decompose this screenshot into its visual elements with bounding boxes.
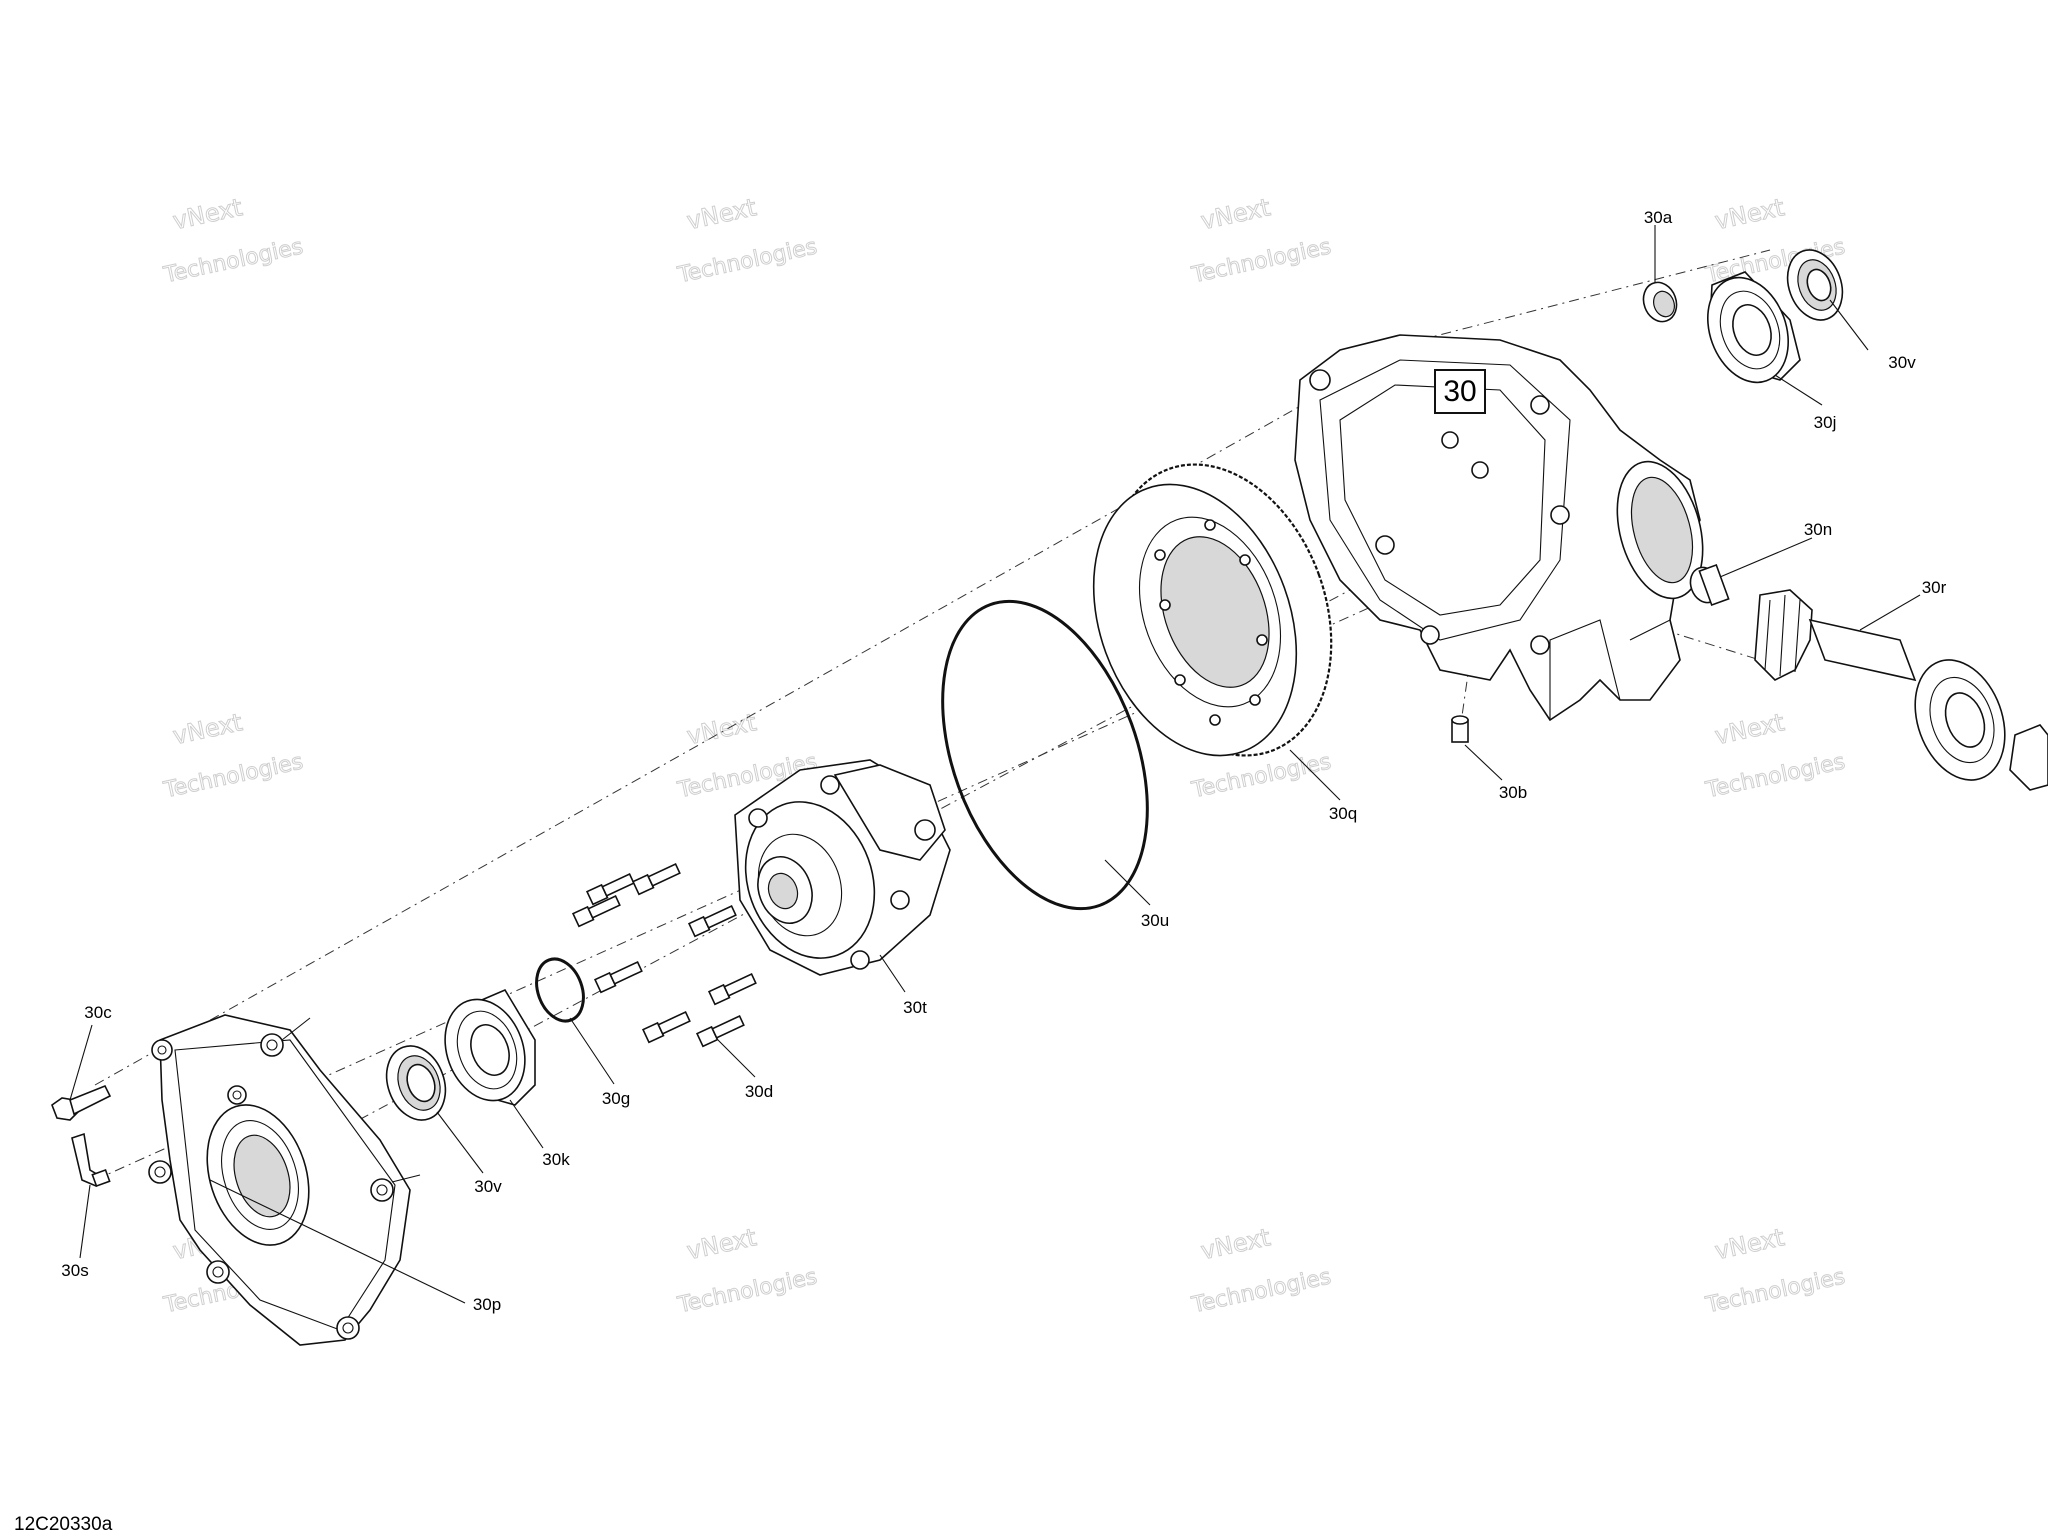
callout-30n: 30n — [1804, 520, 1832, 539]
callout-30k: 30k — [542, 1150, 570, 1169]
watermark-text: vNext — [1712, 193, 1786, 235]
housing-30 — [1294, 334, 1704, 722]
o-ring-30g — [535, 957, 585, 1023]
callout-30c: 30c — [84, 1003, 112, 1022]
watermark-text: Technologies — [675, 234, 819, 288]
leader-lines — [69, 225, 1921, 1304]
group-label-box — [1434, 369, 1486, 414]
axis-line — [1419, 249, 1771, 341]
watermark: vNext Technologies — [674, 1223, 819, 1319]
callout-30s: 30s — [61, 1261, 88, 1280]
watermark-text: vNext — [170, 708, 244, 750]
watermark: vNext Technologies — [160, 193, 305, 289]
cap-screws-30d — [571, 862, 757, 1048]
watermark: vNext Technologies — [674, 193, 819, 289]
ring-gear-30q — [1092, 463, 1333, 757]
needle-bearing-30n — [1689, 563, 1730, 607]
callout-30a: 30a — [1644, 208, 1673, 227]
watermark: vNext Technologies — [1188, 193, 1333, 289]
group-label: 30 — [1443, 375, 1476, 408]
watermark: vNext Technologies — [160, 708, 305, 804]
nut-right — [2009, 724, 2048, 791]
callout-30q: 30q — [1329, 804, 1357, 823]
differential-30t — [734, 759, 951, 976]
callout-30t: 30t — [903, 998, 927, 1017]
watermark-text: vNext — [1198, 1223, 1272, 1265]
watermark-text: Technologies — [1703, 749, 1847, 803]
watermark-text: Technologies — [1189, 749, 1333, 803]
oil-seal-30v-lower — [385, 1045, 447, 1121]
figure-code: 12C20330a — [14, 1514, 113, 1535]
watermark-text: vNext — [684, 708, 758, 750]
bearing-right — [1914, 659, 2006, 781]
callout-30j: 30j — [1814, 413, 1837, 432]
callout-30r: 30r — [1922, 578, 1947, 597]
large-o-ring-30u — [941, 599, 1149, 911]
watermark-text: vNext — [1712, 708, 1786, 750]
cover-plate-30p — [148, 1014, 421, 1346]
plug-30a — [1642, 281, 1678, 323]
drain-plug-30b — [1451, 715, 1469, 743]
bearing-30j — [1706, 271, 1801, 384]
callout-30p: 30p — [473, 1295, 501, 1314]
callout-30b: 30b — [1499, 783, 1527, 802]
watermark-text: vNext — [170, 193, 244, 235]
watermark: vNext Technologies — [1702, 708, 1847, 804]
callout-30g: 30g — [602, 1089, 630, 1108]
watermark: vNext Technologies — [1702, 1223, 1847, 1319]
watermark-text: Technologies — [161, 749, 305, 803]
watermark-text: vNext — [1198, 193, 1272, 235]
elbow-fitting-30s — [71, 1132, 111, 1188]
watermark: vNext Technologies — [1188, 1223, 1333, 1319]
callouts: 30a 30v 30j 30n 30r 30b 30q 30u 30t 30d … — [61, 208, 1946, 1314]
pinion-shaft-30r — [1754, 589, 1917, 682]
callout-30u: 30u — [1141, 911, 1169, 930]
watermark-layer: vNext Technologies vNext Technologies vN… — [160, 193, 1847, 1319]
watermark-text: Technologies — [161, 234, 305, 288]
watermark-text: vNext — [684, 1223, 758, 1265]
watermark-text: vNext — [1712, 1223, 1786, 1265]
callout-30v-bottom: 30v — [474, 1177, 502, 1196]
watermark-text: vNext — [684, 193, 758, 235]
ball-bearing-30k — [444, 988, 536, 1106]
axis-line — [94, 394, 1321, 1086]
flange-bolt-30c — [51, 1084, 112, 1121]
oil-seal-30v-upper — [1786, 249, 1844, 321]
watermark-text: Technologies — [1189, 1264, 1333, 1318]
callout-30v-top: 30v — [1888, 353, 1916, 372]
callout-30d: 30d — [745, 1082, 773, 1101]
watermark-text: Technologies — [675, 1264, 819, 1318]
watermark-text: Technologies — [1189, 234, 1333, 288]
watermark-text: Technologies — [1703, 1264, 1847, 1318]
